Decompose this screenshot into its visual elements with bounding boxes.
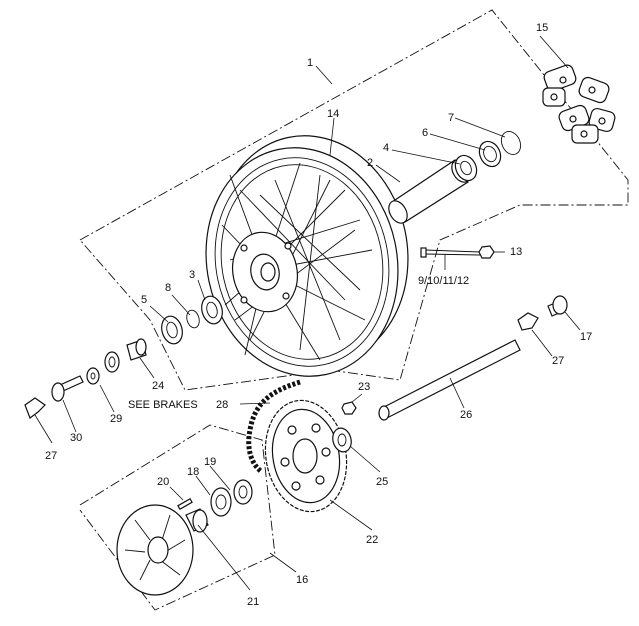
- callout-9-12: 9/10/11/12: [418, 275, 469, 287]
- callout-27-left: 27: [45, 450, 57, 462]
- callout-26: 26: [460, 409, 472, 421]
- washer-left: [86, 367, 100, 385]
- callout-28: 28: [216, 399, 228, 411]
- axle-bolt: [51, 375, 84, 402]
- callout-27-right: 27: [552, 355, 564, 367]
- callout-6: 6: [422, 127, 428, 139]
- axle-pin: [547, 295, 568, 317]
- cush-drive-hub: [116, 504, 194, 596]
- callout-23: 23: [358, 381, 370, 393]
- callout-15: 15: [536, 22, 548, 34]
- callout-1: 1: [307, 57, 313, 69]
- callout-18: 18: [187, 466, 199, 478]
- callout-17: 17: [580, 331, 592, 343]
- callout-20: 20: [157, 476, 169, 488]
- seal-left: [161, 315, 183, 345]
- rear-axle: [378, 339, 521, 421]
- cush-bearing: [210, 487, 232, 517]
- clip-right: [517, 312, 539, 331]
- callout-13: 13: [510, 246, 522, 258]
- bearing-right: [454, 154, 478, 182]
- leader-lines: [34, 35, 581, 591]
- callout-16: 16: [296, 574, 308, 586]
- seal-right: [478, 140, 502, 168]
- callout-29: 29: [110, 413, 122, 425]
- sprocket-spacer: [332, 427, 352, 453]
- callout-21: 21: [247, 596, 259, 608]
- cush-hub-spacer: [185, 508, 209, 533]
- sprocket-nut: [341, 401, 357, 415]
- callout-14: 14: [327, 108, 339, 120]
- bearing-left: [201, 295, 223, 325]
- callout-3: 3: [189, 269, 195, 281]
- circlip-right: [500, 131, 522, 155]
- callout-4: 4: [383, 142, 389, 154]
- callout-7: 7: [448, 112, 454, 124]
- dowel-pin: [177, 497, 193, 511]
- chain-icon: [246, 379, 301, 475]
- callout-19: 19: [204, 456, 216, 468]
- balance-weight-bolt: [420, 247, 481, 258]
- callout-8: 8: [165, 282, 171, 294]
- circlip-left: [186, 309, 200, 329]
- callout-30: 30: [70, 432, 82, 444]
- cush-drive-assembly-outline: [79, 424, 276, 611]
- callout-22: 22: [366, 534, 378, 546]
- sprocket-icon: [264, 399, 348, 513]
- clip-left: [24, 397, 46, 419]
- callout-25: 25: [376, 476, 388, 488]
- callout-2: 2: [367, 157, 373, 169]
- balance-weight-nut: [478, 245, 495, 259]
- spoked-wheel-icon: [205, 135, 409, 377]
- callout-24: 24: [152, 380, 164, 392]
- cush-drive-rubber-icon: [542, 64, 616, 144]
- axle-spacer-left: [104, 338, 147, 373]
- callout-5: 5: [141, 294, 147, 306]
- cush-seal: [233, 479, 253, 505]
- see-brakes-note: SEE BRAKES: [128, 399, 198, 411]
